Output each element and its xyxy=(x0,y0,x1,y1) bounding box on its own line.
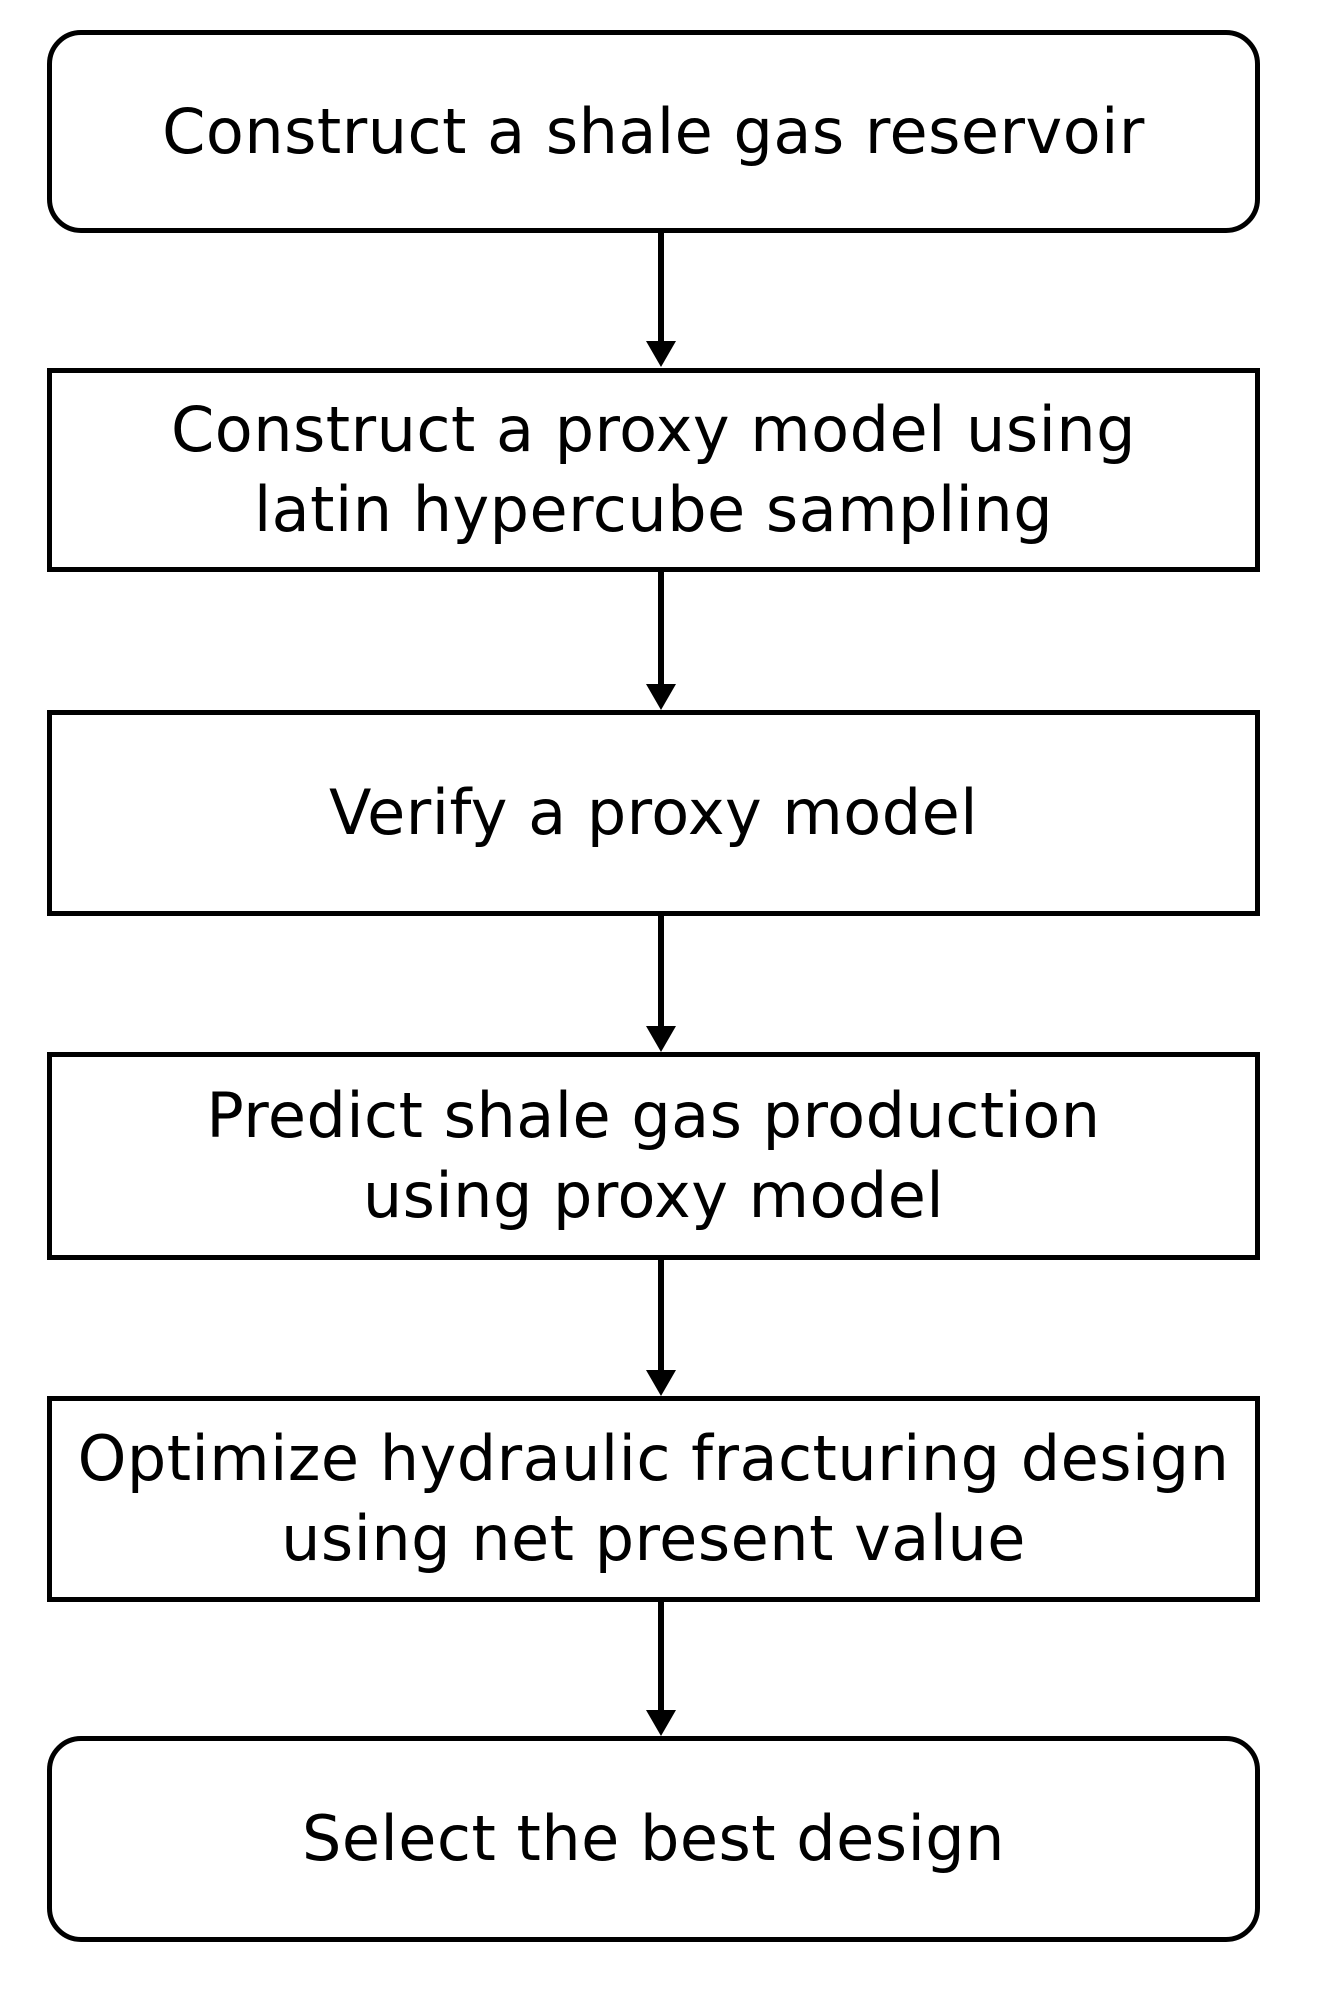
step-predict-production: Predict shale gas production using proxy… xyxy=(47,1052,1260,1260)
step-2-text-line-1: Construct a proxy model using xyxy=(170,393,1137,466)
step-verify-proxy-model: Verify a proxy model xyxy=(47,710,1260,916)
step-end-terminal: Select the best design xyxy=(47,1736,1260,1942)
step-proxy-model-construction: Construct a proxy model using latin hype… xyxy=(47,368,1260,572)
arrow-2-shaft xyxy=(658,572,664,686)
arrow-2-to-3 xyxy=(636,572,686,710)
step-4-text-line-1: Predict shale gas production xyxy=(206,1079,1101,1152)
arrow-5-to-6 xyxy=(636,1602,686,1736)
arrow-3-shaft xyxy=(658,916,664,1028)
arrow-1-head xyxy=(646,341,676,367)
step-start-terminal: Construct a shale gas reservoir xyxy=(47,30,1260,233)
arrow-4-shaft xyxy=(658,1260,664,1372)
arrow-2-head xyxy=(646,684,676,710)
arrow-3-head xyxy=(646,1026,676,1052)
step-4-text-line-2: using proxy model xyxy=(362,1159,945,1232)
step-6-text: Select the best design xyxy=(302,1802,1005,1875)
step-5-text-line-2: using net present value xyxy=(281,1502,1026,1575)
step-5-text-line-1: Optimize hydraulic fracturing design xyxy=(77,1422,1230,1495)
arrow-4-to-5 xyxy=(636,1260,686,1396)
step-1-text: Construct a shale gas reservoir xyxy=(162,94,1145,168)
arrow-5-head xyxy=(646,1710,676,1736)
arrow-1-shaft xyxy=(658,233,664,343)
step-3-text: Verify a proxy model xyxy=(329,776,978,849)
step-optimize-fracturing-design: Optimize hydraulic fracturing design usi… xyxy=(47,1396,1260,1602)
arrow-3-to-4 xyxy=(636,916,686,1052)
step-2-text-line-2: latin hypercube sampling xyxy=(253,473,1054,546)
arrow-5-shaft xyxy=(658,1602,664,1712)
arrow-4-head xyxy=(646,1370,676,1396)
arrow-1-to-2 xyxy=(636,233,686,367)
